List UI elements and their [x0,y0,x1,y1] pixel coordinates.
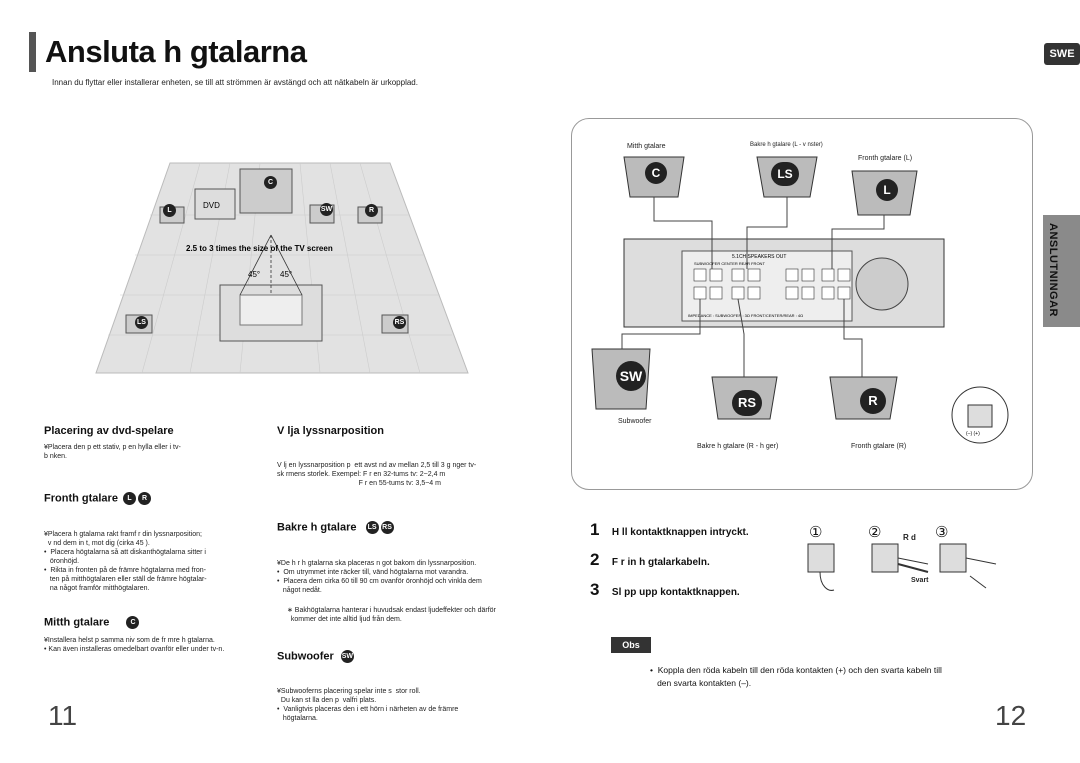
page-number-left: 11 [48,700,78,731]
placing-dvd-title: Placering av dvd-spelare [44,425,174,437]
front-right-label: Fronth gtalare (R) [851,443,907,450]
section-side-tab-label: ANSLUTNINGAR [1047,223,1059,317]
front-text: ¥Placera h gtalarna rakt framf r din lys… [44,531,207,592]
rear-left-label: Bakre h gtalare (L - v nster) [750,142,823,148]
room-layout-diagram: DVD 2.5 to 3 times the size of the TV sc… [95,162,469,374]
page-title: Ansluta h gtalarna [45,34,307,69]
dvd-label: DVD [203,201,220,210]
badge-ls: LS [135,316,148,329]
panel-badge-r: R [860,388,886,414]
badge-rear-rs: RS [380,521,394,534]
center-title: Mitth gtalare C [44,616,140,629]
impedance-label: IMPEDANCE : SUBWOOFER : 3Ω FRONT/CENTER/… [688,313,803,318]
obs-badge: Obs [611,637,651,653]
angle-right: 45° [280,270,292,279]
rear-note: ∗ Bakhögtalarna hanterar i huvudsak enda… [287,607,496,623]
section-side-tab: ANSLUTNINGAR [1043,215,1080,327]
panel-badge-sw: SW [616,361,646,391]
sub-title: Subwoofer SW [277,650,354,663]
panel-badge-l: L [876,179,898,201]
badge-sw: SW [320,203,333,216]
subwoofer-label: Subwoofer [618,418,652,425]
distance-caption: 2.5 to 3 times the size of the TV screen [186,244,333,253]
step-1: 1 H ll kontaktknappen intryckt. [590,520,749,539]
step-circle-2: ② [868,524,882,541]
polarity-label: (–) (+) [966,431,980,437]
step-2: 2 F r in h gtalarkabeln. [590,550,710,569]
badge-center-c: C [126,616,140,629]
title-accent-bar [29,32,36,72]
badge-c: C [264,176,277,189]
intro-text: Innan du flyttar eller installerar enhet… [52,78,418,87]
terminal-row: SUBWOOFER CENTER REAR FRONT [694,261,765,266]
connection-diagram-panel [571,118,1033,490]
badge-rear-ls: LS [365,521,379,534]
panel-badge-c: C [645,162,667,184]
listening-title: V lja lyssnarposition [277,425,384,437]
badge-l: L [163,204,176,217]
angle-left: 45° [248,270,260,279]
step-circle-3: ③ [935,524,949,541]
placing-dvd-text: ¥Placera den p ett stativ, p en hylla el… [44,444,181,460]
step-illustrations [807,543,997,591]
center-speaker-label: Mitth gtalare [627,143,666,150]
badge-front-l: L [123,492,137,505]
badge-front-r: R [138,492,152,505]
terminal-title: 5.1CH SPEAKERS OUT [732,254,786,260]
connection-diagram: 5.1CH SPEAKERS OUT SUBWOOFER CENTER REAR… [591,156,1009,444]
panel-badge-ls: LS [771,162,799,186]
rear-right-label: Bakre h gtalare (R - h ger) [697,443,779,450]
listening-text: V lj en lyssnarposition p ett avst nd av… [277,462,477,487]
wire-red-label: R d [903,533,916,542]
step-3: 3 Sl pp upp kontaktknappen. [590,580,740,599]
step-circle-1: ① [809,524,823,541]
obs-text: • Koppla den röda kabeln till den röda k… [650,665,942,688]
badge-r: R [365,204,378,217]
rear-text: ¥De h r h gtalarna ska placeras n got ba… [277,560,482,594]
page-number-right: 12 [995,700,1027,731]
wire-black-label: Svart [911,577,929,584]
badge-rs: RS [393,316,406,329]
sub-text: ¥Subwooferns placering spelar inte s sto… [277,688,459,722]
badge-sub-sw: SW [340,650,354,663]
center-text: ¥Installera helst p samma niv som de fr … [44,637,225,653]
language-tab: SWE [1044,43,1080,65]
front-left-label: Fronth gtalare (L) [858,155,913,162]
panel-badge-rs: RS [732,390,762,416]
